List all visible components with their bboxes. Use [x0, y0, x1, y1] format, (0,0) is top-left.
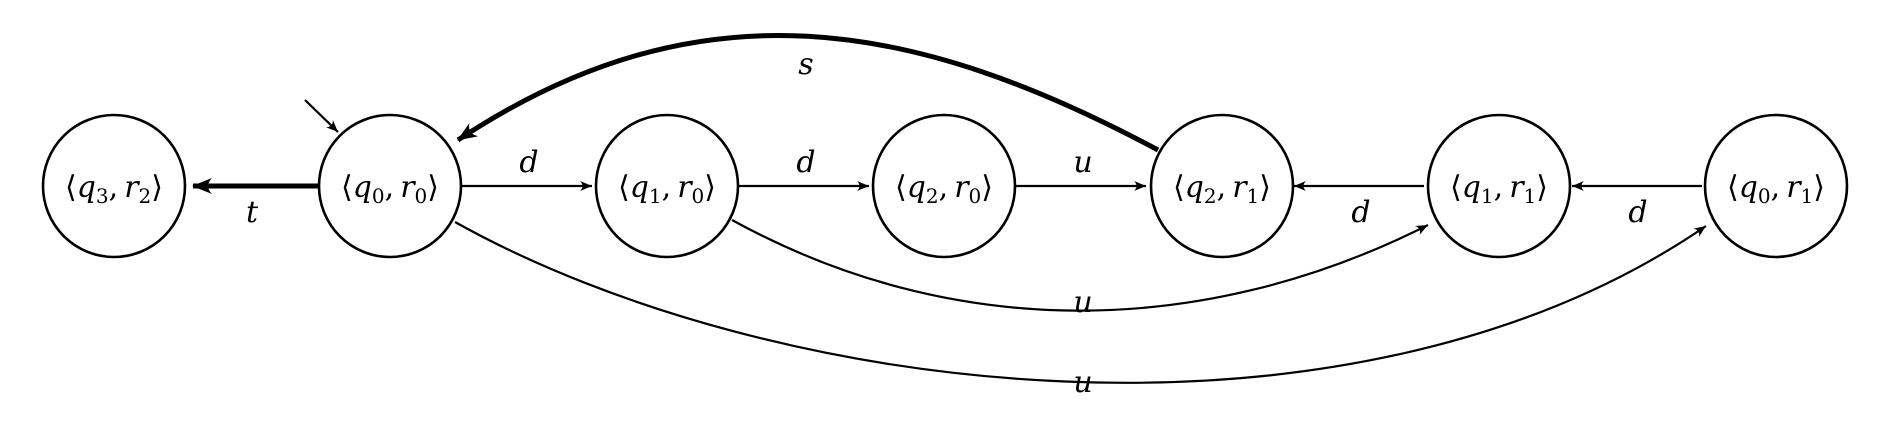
edge-label-s: s	[798, 47, 813, 82]
state-q0-r0: ⟨q0,r0⟩	[317, 113, 463, 259]
edge-label-d-4: d	[1628, 195, 1647, 230]
state-q2-r1: ⟨q2,r1⟩	[1149, 113, 1295, 259]
edge-q1r0-q1r1	[731, 219, 1429, 312]
edge-label-t: t	[246, 195, 259, 230]
svg-text:⟨q1,r0⟩: ⟨q1,r0⟩	[618, 170, 716, 208]
state-q1-r0: ⟨q1,r0⟩	[594, 113, 740, 259]
svg-text:⟨q3,r2⟩: ⟨q3,r2⟩	[65, 170, 163, 208]
svg-text:⟨q0,r1⟩: ⟨q0,r1⟩	[1727, 170, 1825, 208]
svg-text:⟨q0,r0⟩: ⟨q0,r0⟩	[341, 170, 439, 208]
edge-label-u-1: u	[1073, 145, 1092, 180]
edge-label-d-3: d	[1351, 195, 1370, 230]
edge-label-d-2: d	[796, 145, 815, 180]
state-q3-r2: ⟨q3,r2⟩	[41, 113, 187, 259]
edge-q2r1-q0r0	[456, 32, 1160, 153]
state-q2-r0: ⟨q2,r0⟩	[871, 113, 1017, 259]
initial-arrow	[304, 99, 339, 133]
svg-text:⟨q2,r1⟩: ⟨q2,r1⟩	[1173, 170, 1271, 208]
svg-text:⟨q2,r0⟩: ⟨q2,r0⟩	[895, 170, 993, 208]
svg-text:⟨q1,r1⟩: ⟨q1,r1⟩	[1450, 170, 1548, 208]
edge-label-u-2: u	[1073, 285, 1092, 320]
state-q0-r1: ⟨q0,r1⟩	[1703, 113, 1849, 259]
state-q1-r1: ⟨q1,r1⟩	[1426, 113, 1572, 259]
edge-q0r0-q0r1	[454, 221, 1707, 384]
edge-label-d-1: d	[519, 145, 538, 180]
edge-label-u-3: u	[1073, 365, 1092, 400]
